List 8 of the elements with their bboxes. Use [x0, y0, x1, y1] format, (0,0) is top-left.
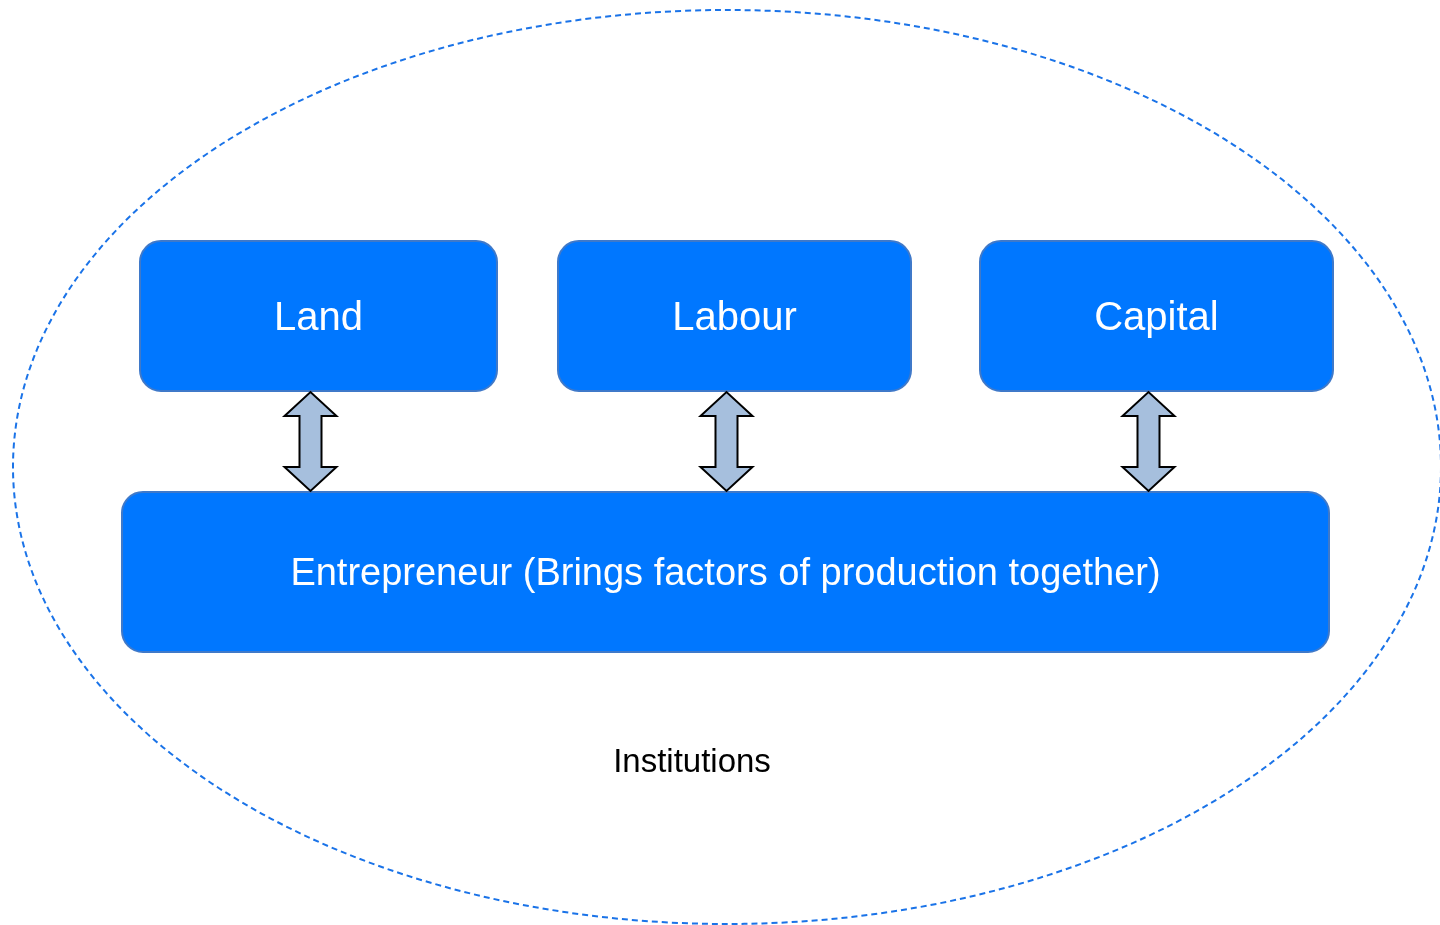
region-label: Institutions: [612, 742, 772, 780]
double-arrow: [281, 390, 340, 493]
rounded-box: Entrepreneur (Brings factors of production together): [121, 491, 1330, 653]
rounded-box: Land: [139, 240, 498, 392]
rounded-box: Labour: [557, 240, 912, 392]
double-arrow: [697, 390, 756, 493]
rounded-box: Capital: [979, 240, 1334, 392]
double-arrow: [1119, 390, 1178, 493]
